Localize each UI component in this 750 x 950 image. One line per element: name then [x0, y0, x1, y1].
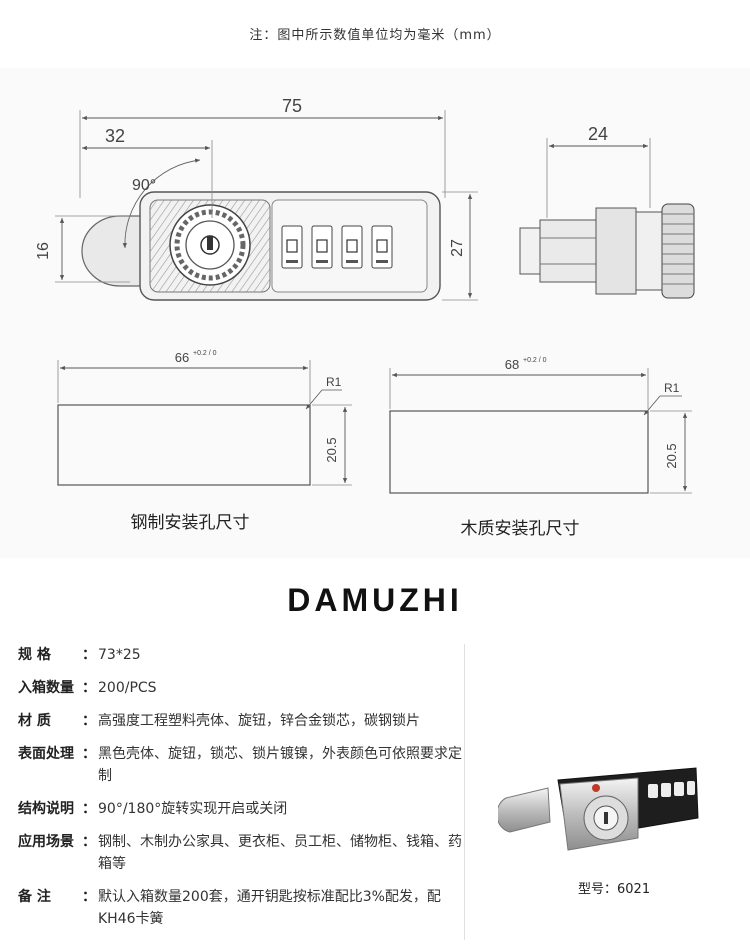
spec-value: 200/PCS: [98, 680, 157, 696]
steel-width: 66: [175, 350, 189, 365]
steel-width-tolerance: +0.2 / 0: [193, 350, 217, 357]
technical-drawing: 75 32 90° 16 27 2: [0, 68, 750, 558]
wood-width: 68: [505, 357, 519, 372]
steel-height: 20.5: [324, 437, 339, 462]
model-number: 型号：6021: [578, 882, 651, 897]
spec-value: 90°/180°旋转实现开启或关闭: [98, 801, 288, 817]
spec-label: 规 格：: [18, 647, 96, 663]
spec-row: 表面处理： 黑色壳体、旋钮，锁芯、锁片镀镍，外表颜色可依照要求定制: [18, 743, 464, 787]
spec-value: 高强度工程塑料壳体、旋钮，锌合金锁芯，碳钢锁片: [98, 713, 420, 729]
dim-75: 75: [282, 96, 302, 116]
spec-row: 结构说明： 90°/180°旋转实现开启或关闭: [18, 798, 464, 820]
dim-90: 90°: [132, 177, 156, 194]
spec-row: 规 格： 73*25: [18, 644, 464, 666]
spec-label: 应用场景：: [18, 834, 96, 850]
spec-value: 钢制、木制办公家具、更衣柜、员工柜、储物柜、钱箱、药箱等: [98, 834, 462, 872]
spec-table: 规 格： 73*25 入箱数量： 200/PCS 材 质： 高强度工程塑料壳体、…: [18, 644, 465, 940]
combination-wheels: [281, 225, 393, 269]
dim-24: 24: [588, 124, 608, 144]
spec-row: 备 注： 默认入箱数量200套，通开钥匙按标准配比3%配发，配KH46卡簧: [18, 886, 464, 930]
spec-row: 应用场景： 钢制、木制办公家具、更衣柜、员工柜、储物柜、钱箱、药箱等: [18, 831, 464, 875]
wood-width-tolerance: +0.2 / 0: [523, 357, 547, 364]
brand-logo: DAMUZHI: [287, 582, 463, 618]
dim-32: 32: [105, 126, 125, 146]
lock-side-view: 24: [519, 124, 695, 299]
dim-27: 27: [449, 239, 466, 257]
wood-caption: 木质安装孔尺寸: [461, 519, 580, 539]
dim-16: 16: [35, 242, 52, 260]
spec-row: 材 质： 高强度工程塑料壳体、旋钮，锌合金锁芯，碳钢锁片: [18, 710, 464, 732]
lock-front-view: 75 32 90° 16 27: [35, 96, 478, 301]
spec-row: 入箱数量： 200/PCS: [18, 677, 464, 699]
spec-label: 结构说明：: [18, 801, 96, 817]
wood-radius: R1: [664, 381, 680, 395]
spec-value: 黑色壳体、旋钮，锁芯、锁片镀镍，外表颜色可依照要求定制: [98, 746, 462, 784]
spec-label: 入箱数量：: [18, 680, 96, 696]
spec-label: 材 质：: [18, 713, 96, 729]
wood-height: 20.5: [664, 443, 679, 468]
spec-value: 73*25: [98, 647, 141, 663]
spec-label: 备 注：: [18, 889, 96, 905]
wood-hole-drawing: 68 +0.2 / 0 20.5 R1 木质安装孔尺寸: [389, 357, 692, 539]
unit-note: 注：图中所示数值单位均为毫米（mm）: [249, 28, 501, 43]
spec-value: 默认入箱数量200套，通开钥匙按标准配比3%配发，配KH46卡簧: [98, 889, 441, 927]
steel-radius: R1: [326, 375, 342, 389]
spec-label: 表面处理：: [18, 746, 96, 762]
steel-caption: 钢制安装孔尺寸: [131, 513, 250, 533]
steel-hole-drawing: 66 +0.2 / 0 20.5 R1 钢制安装孔尺寸: [57, 350, 352, 533]
product-photo: [498, 767, 699, 851]
